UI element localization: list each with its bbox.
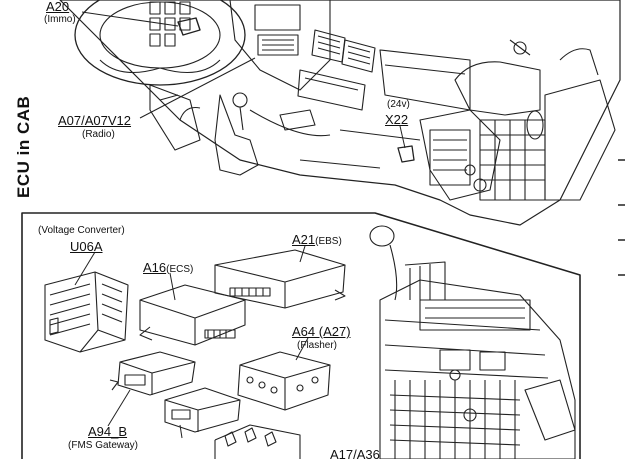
dashboard-drawing <box>59 0 625 276</box>
label-x22-code: X22 <box>385 112 409 127</box>
label-a07-code: A07/A07V12 <box>58 113 132 128</box>
label-u06a-desc: (Voltage Converter) <box>38 225 125 236</box>
label-a17-code: A17/A36 <box>330 447 380 459</box>
a16-module <box>139 284 246 346</box>
label-x22-desc: (24v) <box>387 99 410 110</box>
label-u06a-code: U06A <box>70 239 103 254</box>
leader-a07 <box>139 57 256 119</box>
label-a16: A16(ECS) <box>143 260 193 276</box>
a94-module <box>109 351 196 396</box>
label-a21: A21(EBS) <box>292 232 342 248</box>
leader-u06a <box>74 251 96 286</box>
u06a-module <box>44 271 129 353</box>
leader-a94 <box>107 389 131 427</box>
leader-x22 <box>399 125 406 149</box>
leader-a16 <box>169 272 176 301</box>
label-a64-code: A64 (A27) <box>292 324 351 339</box>
label-a64-desc: (Flasher) <box>297 340 338 351</box>
a64-module <box>237 351 331 411</box>
label-a21-code: A21 <box>292 232 316 247</box>
label-a16-code: A16 <box>143 260 167 275</box>
label-a94-code: A94_B <box>88 424 128 439</box>
label-a94-desc: (FMS Gateway) <box>68 440 139 451</box>
lower-module <box>164 387 241 433</box>
central-fusebox <box>379 261 576 459</box>
cable-loop <box>369 225 395 247</box>
leader-a21 <box>299 245 306 263</box>
label-a20-code: A20 <box>46 0 70 14</box>
label-a21-desc: (EBS) <box>315 236 342 247</box>
label-a07-desc: (Radio) <box>82 129 115 140</box>
leader-a20 <box>81 11 179 27</box>
label-a20-desc: (Immo) <box>44 14 76 25</box>
leader-lower <box>179 424 183 439</box>
label-a16-desc: (ECS) <box>166 264 194 275</box>
detail-frame <box>21 212 581 459</box>
a17-module <box>214 424 301 459</box>
a21-module <box>214 249 346 309</box>
section-title: ECU in CAB <box>14 95 33 198</box>
leader-a64 <box>295 337 309 361</box>
